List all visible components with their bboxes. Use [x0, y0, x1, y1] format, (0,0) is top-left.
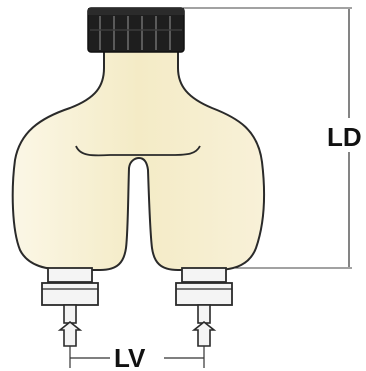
- screw-cap-icon: [87, 7, 185, 53]
- lv-dimension: LV: [69, 343, 205, 371]
- cap-band-top: [88, 8, 184, 15]
- left-port-collar: [47, 267, 93, 283]
- inner-shoulder-line: [75, 145, 201, 157]
- left-port-fitting-icon: [41, 267, 99, 347]
- ld-label: LD: [327, 122, 362, 152]
- lv-label: LV: [114, 343, 146, 371]
- right-port-nut: [175, 282, 233, 306]
- container-body: [11, 49, 265, 271]
- bottle-outline: [11, 49, 265, 271]
- right-port-stem: [197, 304, 211, 324]
- right-port-collar: [181, 267, 227, 283]
- left-port-nut: [41, 282, 99, 306]
- left-port-stem: [63, 304, 77, 324]
- right-port-fitting-icon: [175, 267, 233, 347]
- right-port-barb: [191, 320, 217, 347]
- ld-dimension: LD: [183, 7, 362, 269]
- left-port-barb: [57, 320, 83, 347]
